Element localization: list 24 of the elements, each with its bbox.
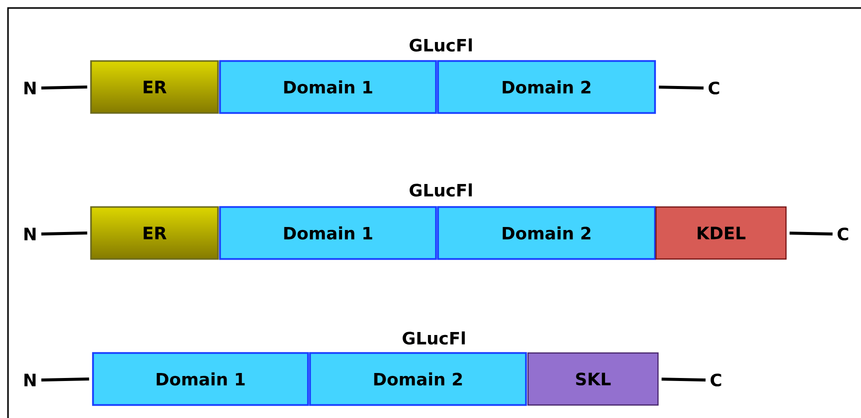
connector-line	[662, 378, 706, 382]
terminus-label: N	[24, 82, 36, 94]
connector-line	[658, 86, 704, 90]
domain-box: Domain 2	[437, 60, 656, 114]
domain-box: Domain 1	[219, 206, 437, 260]
connector-line	[41, 378, 90, 382]
domain-box: Domain 2	[437, 206, 656, 260]
terminus-label: C	[838, 228, 848, 240]
connector-line	[790, 232, 833, 236]
terminus-label: N	[24, 374, 36, 386]
connector-line	[41, 232, 88, 236]
domain-box: ER	[90, 206, 219, 260]
construct-title: GLucFl	[410, 38, 472, 52]
connector-line	[41, 86, 88, 90]
domain-box: ER	[90, 60, 219, 114]
construct-title: GLucFl	[410, 183, 472, 197]
domain-box: KDEL	[655, 206, 787, 260]
domain-box: Domain 1	[92, 352, 309, 406]
terminus-label: N	[24, 228, 36, 240]
domain-box: SKL	[527, 352, 659, 406]
terminus-label: C	[708, 82, 720, 94]
domain-box: Domain 2	[309, 352, 527, 406]
terminus-label: C	[710, 374, 722, 386]
domain-box: Domain 1	[219, 60, 437, 114]
